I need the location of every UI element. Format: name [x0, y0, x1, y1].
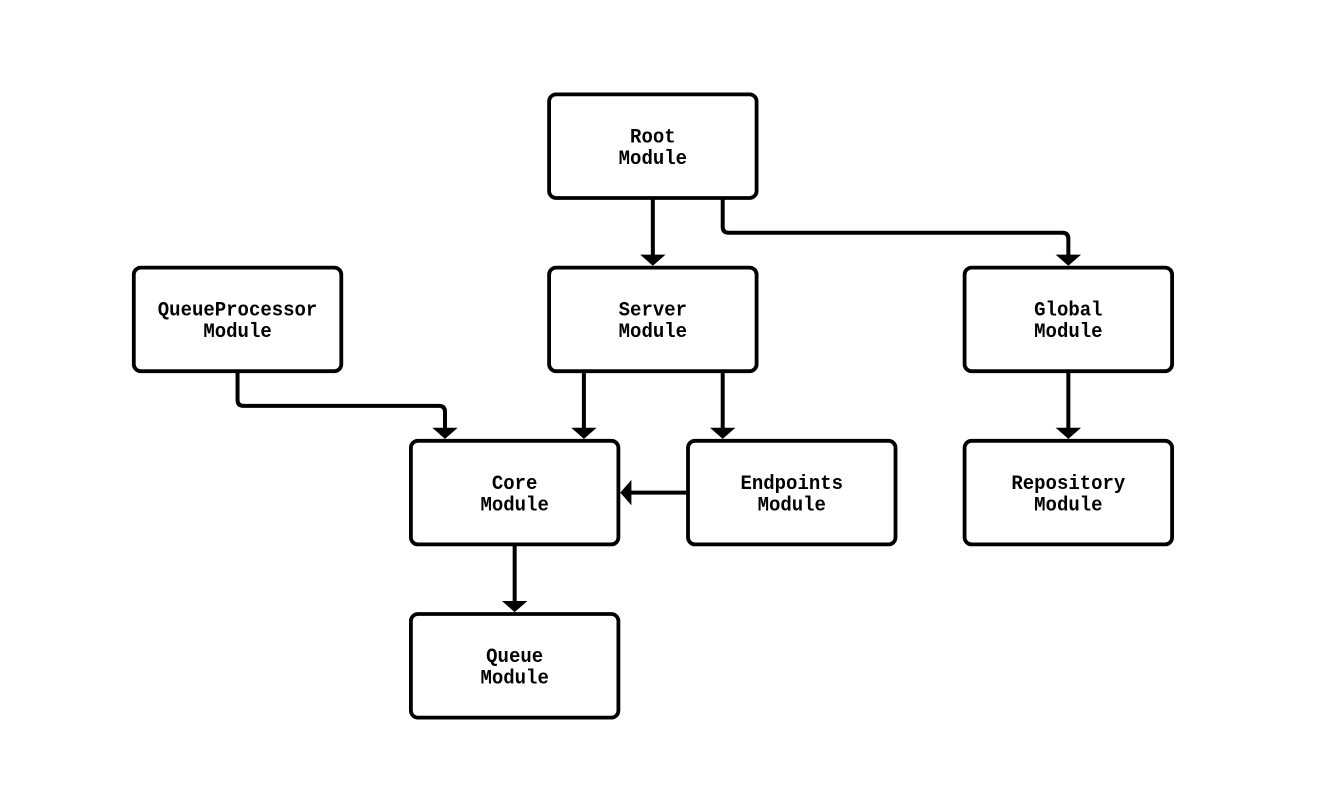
svg-text:CoreModule: CoreModule — [480, 472, 548, 516]
svg-text:GlobalModule: GlobalModule — [1034, 299, 1103, 343]
svg-text:ServerModule: ServerModule — [619, 299, 687, 343]
svg-text:QueueModule: QueueModule — [480, 645, 548, 689]
svg-text:EndpointsModule: EndpointsModule — [740, 472, 843, 516]
svg-text:RepositoryModule: RepositoryModule — [1011, 472, 1125, 516]
svg-text:RootModule: RootModule — [619, 126, 687, 170]
svg-text:QueueProcessorModule: QueueProcessorModule — [158, 299, 318, 343]
